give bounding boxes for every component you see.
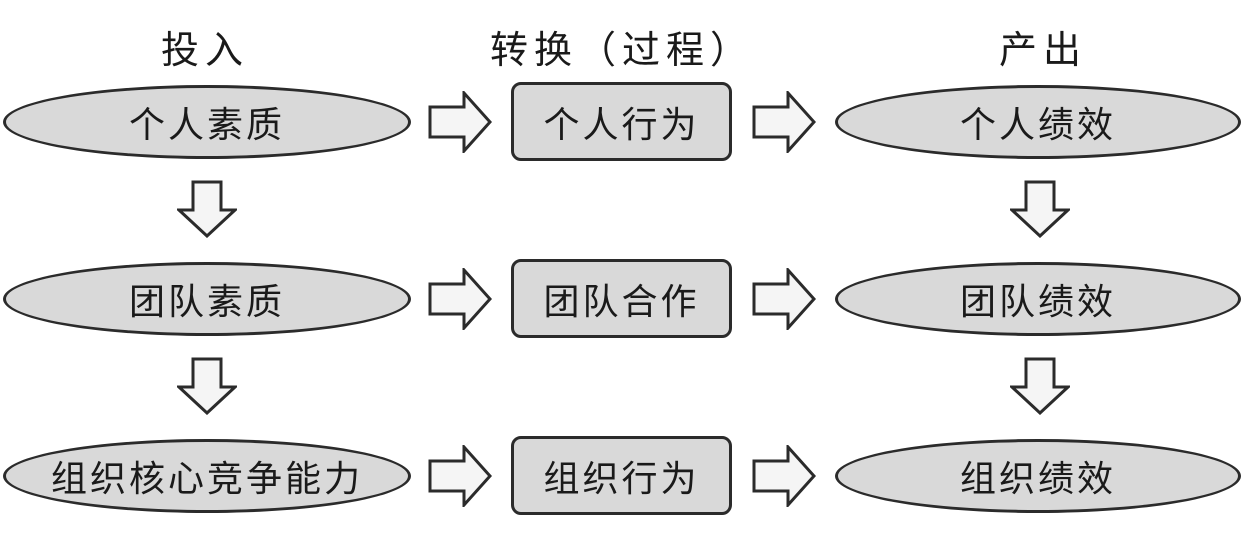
down-arrow-icon: [177, 357, 237, 415]
process-node-organization: 组织行为: [511, 436, 732, 515]
input-node-individual: 个人素质: [3, 85, 411, 159]
down-arrow-icon: [177, 180, 237, 238]
input-node-organization: 组织核心竞争能力: [3, 439, 411, 513]
right-arrow-icon: [752, 91, 816, 153]
right-arrow-icon: [428, 91, 492, 153]
down-arrow-icon: [1010, 357, 1070, 415]
output-node-individual: 个人绩效: [835, 85, 1241, 159]
output-node-team: 团队绩效: [835, 262, 1241, 336]
process-node-individual: 个人行为: [511, 82, 732, 161]
right-arrow-icon: [752, 445, 816, 507]
right-arrow-icon: [428, 268, 492, 330]
output-node-organization: 组织绩效: [835, 439, 1241, 513]
header-input: 投入: [160, 28, 249, 72]
down-arrow-icon: [1010, 180, 1070, 238]
header-transform: 转换（过程）: [489, 28, 754, 72]
input-node-team: 团队素质: [3, 262, 411, 336]
right-arrow-icon: [428, 445, 492, 507]
header-output: 产出: [998, 28, 1087, 72]
process-node-team: 团队合作: [511, 259, 732, 338]
right-arrow-icon: [752, 268, 816, 330]
